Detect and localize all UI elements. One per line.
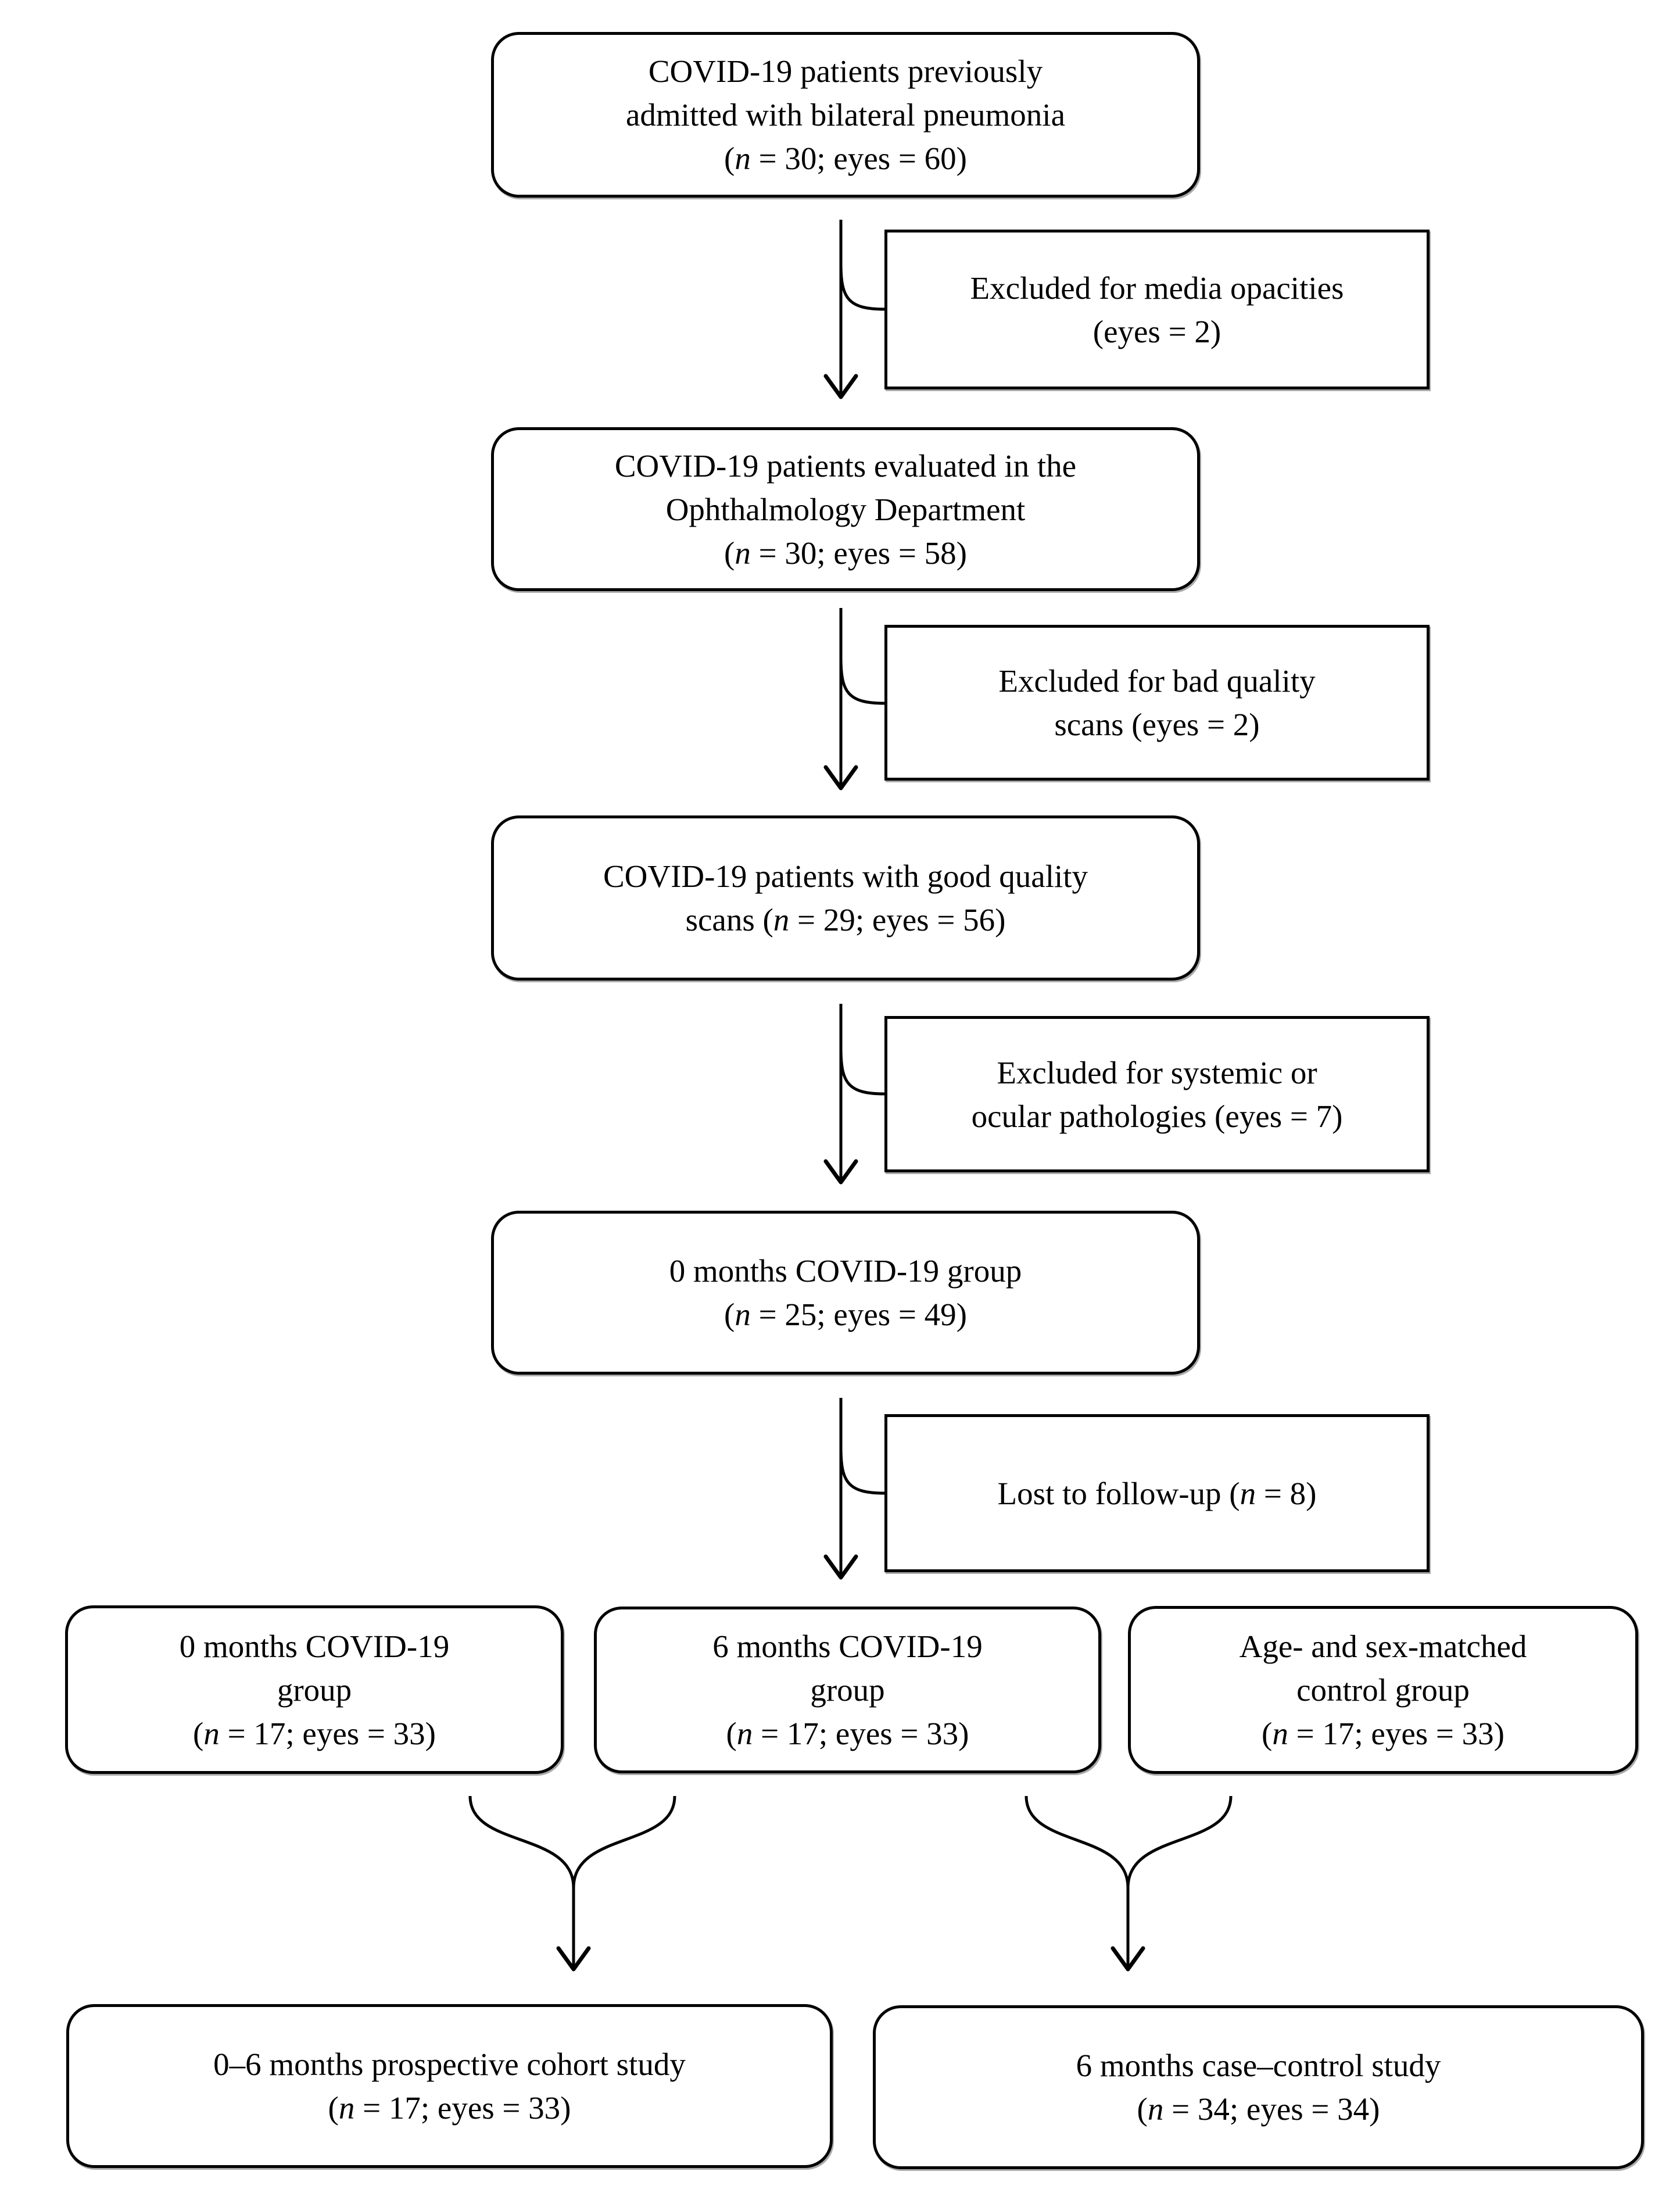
box-line: control group bbox=[1296, 1672, 1470, 1708]
stats-text: ( bbox=[328, 2090, 339, 2126]
box-stats: (n = 17; eyes = 33) bbox=[1262, 1712, 1505, 1755]
stats-text: ( bbox=[1137, 2091, 1148, 2127]
stats-text: = 34; eyes = 34) bbox=[1163, 2091, 1380, 2127]
box-case-control-study: 6 months case–control study (n = 34; eye… bbox=[873, 2005, 1644, 2169]
box-row-0-months-group: 0 months COVID-19 group (n = 17; eyes = … bbox=[65, 1605, 564, 1774]
box-line: COVID-19 patients with good quality bbox=[603, 858, 1088, 894]
stats-text: = 30; eyes = 60) bbox=[750, 141, 967, 176]
box-stats: (n = 34; eyes = 34) bbox=[1137, 2087, 1380, 2131]
box-line: 0 months COVID-19 bbox=[179, 1628, 450, 1664]
stats-n: n bbox=[1272, 1716, 1288, 1751]
stats-text: = 17; eyes = 33) bbox=[753, 1716, 969, 1751]
stats-text: (eyes = 2) bbox=[1092, 313, 1222, 349]
arrowhead-merge-right bbox=[1111, 1946, 1145, 1972]
arrowhead-3 bbox=[823, 1159, 858, 1185]
merge-right-branch-a bbox=[1025, 1795, 1130, 1888]
box-line: 6 months COVID-19 bbox=[712, 1629, 983, 1664]
box-line: Age- and sex-matched bbox=[1239, 1629, 1527, 1664]
stats-text: = 25; eyes = 49) bbox=[750, 1297, 967, 1332]
box-stats: scans (eyes = 2) bbox=[1054, 703, 1259, 746]
stats-n: n bbox=[735, 1297, 751, 1332]
stats-n: n bbox=[203, 1715, 220, 1751]
box-line: 0 months COVID-19 group bbox=[669, 1253, 1022, 1289]
box-stats: (n = 30; eyes = 58) bbox=[724, 531, 967, 575]
arrowheads bbox=[556, 374, 1145, 1972]
box-line: 0–6 months prospective cohort study bbox=[213, 2047, 686, 2082]
box-lost-to-followup: Lost to follow-up (n = 8) bbox=[884, 1414, 1430, 1572]
box-excluded-media-opacities: Excluded for media opacities (eyes = 2) bbox=[884, 230, 1430, 389]
branch-excluded-pathologies bbox=[839, 1047, 885, 1096]
box-stats: (n = 17; eyes = 33) bbox=[193, 1712, 436, 1755]
stats-text: ( bbox=[193, 1715, 204, 1751]
stats-n: n bbox=[736, 1716, 753, 1751]
box-stats: (n = 17; eyes = 33) bbox=[328, 2086, 571, 2130]
stats-text: = 17; eyes = 33) bbox=[1288, 1716, 1505, 1751]
box-line: group bbox=[277, 1672, 352, 1708]
box-row-control-group: Age- and sex-matched control group (n = … bbox=[1128, 1606, 1638, 1774]
stats-text: ocular pathologies (eyes = 7) bbox=[971, 1098, 1343, 1134]
arrowhead-merge-left bbox=[556, 1946, 591, 1972]
box-line: Excluded for media opacities bbox=[970, 270, 1344, 306]
stats-n: n bbox=[735, 535, 751, 571]
stats-text: = 30; eyes = 58) bbox=[750, 535, 967, 571]
stats-n: n bbox=[1240, 1475, 1256, 1511]
box-stats: ocular pathologies (eyes = 7) bbox=[972, 1094, 1343, 1138]
arrowhead-1 bbox=[823, 374, 858, 399]
flow-lines bbox=[468, 220, 1233, 1969]
box-stats: (n = 17; eyes = 33) bbox=[726, 1712, 969, 1755]
box-row-6-months-group: 6 months COVID-19 group (n = 17; eyes = … bbox=[594, 1607, 1101, 1773]
stats-text: ( bbox=[724, 535, 735, 571]
merge-left-branch-b bbox=[572, 1795, 676, 1888]
stats-n: n bbox=[735, 141, 751, 176]
box-line: admitted with bilateral pneumonia bbox=[625, 97, 1066, 133]
branch-excluded-media bbox=[839, 262, 885, 311]
box-stats: (eyes = 2) bbox=[1093, 310, 1221, 353]
box-stats: Lost to follow-up (n = 8) bbox=[998, 1472, 1317, 1515]
box-evaluated-ophthalmology: COVID-19 patients evaluated in the Ophth… bbox=[491, 427, 1200, 591]
box-line: 6 months case–control study bbox=[1076, 2048, 1441, 2083]
stats-text: scans ( bbox=[685, 902, 773, 938]
box-stats: (n = 25; eyes = 49) bbox=[724, 1293, 967, 1336]
box-good-quality-scans: COVID-19 patients with good quality scan… bbox=[491, 815, 1200, 981]
stats-n: n bbox=[338, 2090, 355, 2126]
merge-left-branch-a bbox=[468, 1795, 575, 1888]
stats-text: ( bbox=[726, 1716, 737, 1751]
arrowhead-4 bbox=[823, 1554, 858, 1580]
box-excluded-bad-quality: Excluded for bad quality scans (eyes = 2… bbox=[884, 625, 1430, 781]
stats-n: n bbox=[773, 902, 790, 938]
branch-excluded-quality bbox=[839, 656, 885, 705]
box-admitted-pneumonia: COVID-19 patients previously admitted wi… bbox=[491, 32, 1200, 198]
branch-lost-followup bbox=[839, 1446, 885, 1495]
stats-text: = 8) bbox=[1256, 1475, 1317, 1511]
stats-text: = 17; eyes = 33) bbox=[219, 1715, 436, 1751]
stats-text: = 17; eyes = 33) bbox=[354, 2090, 571, 2126]
stats-text: scans (eyes = 2) bbox=[1054, 707, 1260, 742]
box-line: Ophthalmology Department bbox=[665, 491, 1026, 527]
box-line: COVID-19 patients evaluated in the bbox=[614, 448, 1077, 484]
box-0-months-group: 0 months COVID-19 group (n = 25; eyes = … bbox=[491, 1211, 1200, 1375]
box-stats: (n = 30; eyes = 60) bbox=[724, 137, 967, 180]
box-prospective-cohort-study: 0–6 months prospective cohort study (n =… bbox=[66, 2004, 833, 2168]
merge-right-branch-b bbox=[1126, 1795, 1233, 1888]
box-stats: scans (n = 29; eyes = 56) bbox=[686, 898, 1006, 942]
stats-text: ( bbox=[724, 141, 735, 176]
stats-text: ( bbox=[724, 1297, 735, 1332]
box-line: Excluded for bad quality bbox=[998, 663, 1316, 699]
stats-text: ( bbox=[1262, 1716, 1273, 1751]
box-line: Excluded for systemic or bbox=[997, 1054, 1317, 1090]
box-line: group bbox=[810, 1672, 885, 1708]
stats-text: = 29; eyes = 56) bbox=[789, 902, 1006, 938]
box-excluded-pathologies: Excluded for systemic or ocular patholog… bbox=[884, 1016, 1430, 1172]
stats-text: Lost to follow-up ( bbox=[997, 1475, 1240, 1511]
arrowhead-2 bbox=[823, 765, 858, 790]
stats-n: n bbox=[1147, 2091, 1164, 2127]
box-line: COVID-19 patients previously bbox=[648, 53, 1043, 89]
